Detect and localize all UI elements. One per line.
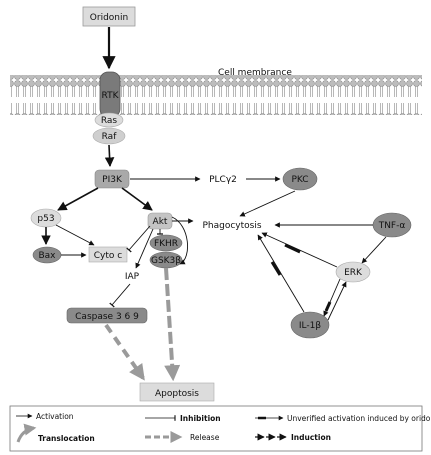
erk-node — [335, 261, 371, 283]
ras-node — [94, 112, 124, 128]
curve-akt-gsk3 — [171, 216, 188, 265]
legend-translocation-label: Translocation — [38, 434, 95, 443]
pkc-node — [282, 167, 318, 191]
ras-label: Ras — [101, 116, 118, 126]
legend-unverified-label: Unverified activation induced by oridoni… — [287, 414, 431, 423]
induction-caspase-apoptosis — [104, 323, 145, 381]
arrow-erk-il1b-tail — [324, 301, 332, 312]
oridonin-node — [82, 6, 136, 27]
il1b-label: IL-1β — [299, 321, 321, 331]
arrow-tnfa-erk — [361, 236, 387, 264]
cytoc-label: Cyto c — [94, 251, 123, 261]
phagocytosis-label: Phagocytosis — [202, 221, 261, 231]
legend-release-label: Release — [190, 433, 220, 442]
bax-label: Bax — [38, 251, 56, 261]
akt-label: Akt — [153, 217, 168, 227]
inhibit-iap-caspase — [109, 283, 131, 308]
arrow-pi3k-p53 — [57, 187, 99, 211]
raf-node — [92, 127, 126, 145]
arrow-il1b-phagocytosis — [257, 234, 305, 313]
legend-inhibition-label: Inhibition — [180, 414, 221, 423]
iap-label: IAP — [125, 272, 140, 282]
arrow-erk-phagocytosis-tail — [284, 243, 301, 254]
arrow-pkc-phagocytosis — [239, 190, 296, 217]
fkhr-node — [149, 234, 183, 252]
il1b-node — [290, 311, 330, 339]
p53-label: p53 — [37, 214, 54, 224]
rtk-label: RTK — [102, 91, 120, 101]
gsk3-label: GSK3β — [151, 256, 181, 266]
arrow-akt-iap — [135, 228, 154, 269]
tnfa-label: TNF-α — [378, 221, 406, 231]
caspase-label: Caspase 3 6 9 — [75, 312, 139, 322]
cytoc-node — [88, 246, 128, 263]
arrow-raf-pi3k — [104, 144, 115, 167]
pi3k-label: PI3K — [102, 175, 123, 185]
raf-label: Raf — [102, 132, 118, 142]
legend-translocation-symbol — [16, 423, 37, 443]
induction-gsk3-apoptosis — [164, 267, 181, 382]
arrow-p53-cytoc — [55, 224, 95, 246]
legend-induction-label: Induction — [291, 433, 331, 442]
legend-activation-label: Activation — [36, 412, 74, 421]
legend-box — [9, 405, 423, 452]
plcg2-label: PLCγ2 — [209, 175, 237, 185]
cell-membrane — [10, 75, 422, 115]
inhibit-akt-cytoc — [126, 225, 151, 253]
apoptosis-node — [139, 382, 215, 402]
arrow-pi3k-akt — [121, 187, 153, 211]
fkhr-label: FKHR — [154, 239, 178, 249]
apoptosis-label: Apoptosis — [155, 389, 199, 399]
erk-label: ERK — [344, 268, 363, 278]
caspase-node — [66, 307, 148, 324]
arrow-il1b-phagocytosis-tail — [270, 261, 282, 276]
arrow-il1b-erk — [327, 281, 347, 321]
cell-membrane-label: Cell membrance — [218, 68, 292, 78]
oridonin-label: Oridonin — [90, 13, 128, 23]
arrow-erk-phagocytosis — [261, 232, 338, 268]
pi3k-node — [94, 169, 130, 189]
pkc-label: PKC — [291, 175, 308, 185]
